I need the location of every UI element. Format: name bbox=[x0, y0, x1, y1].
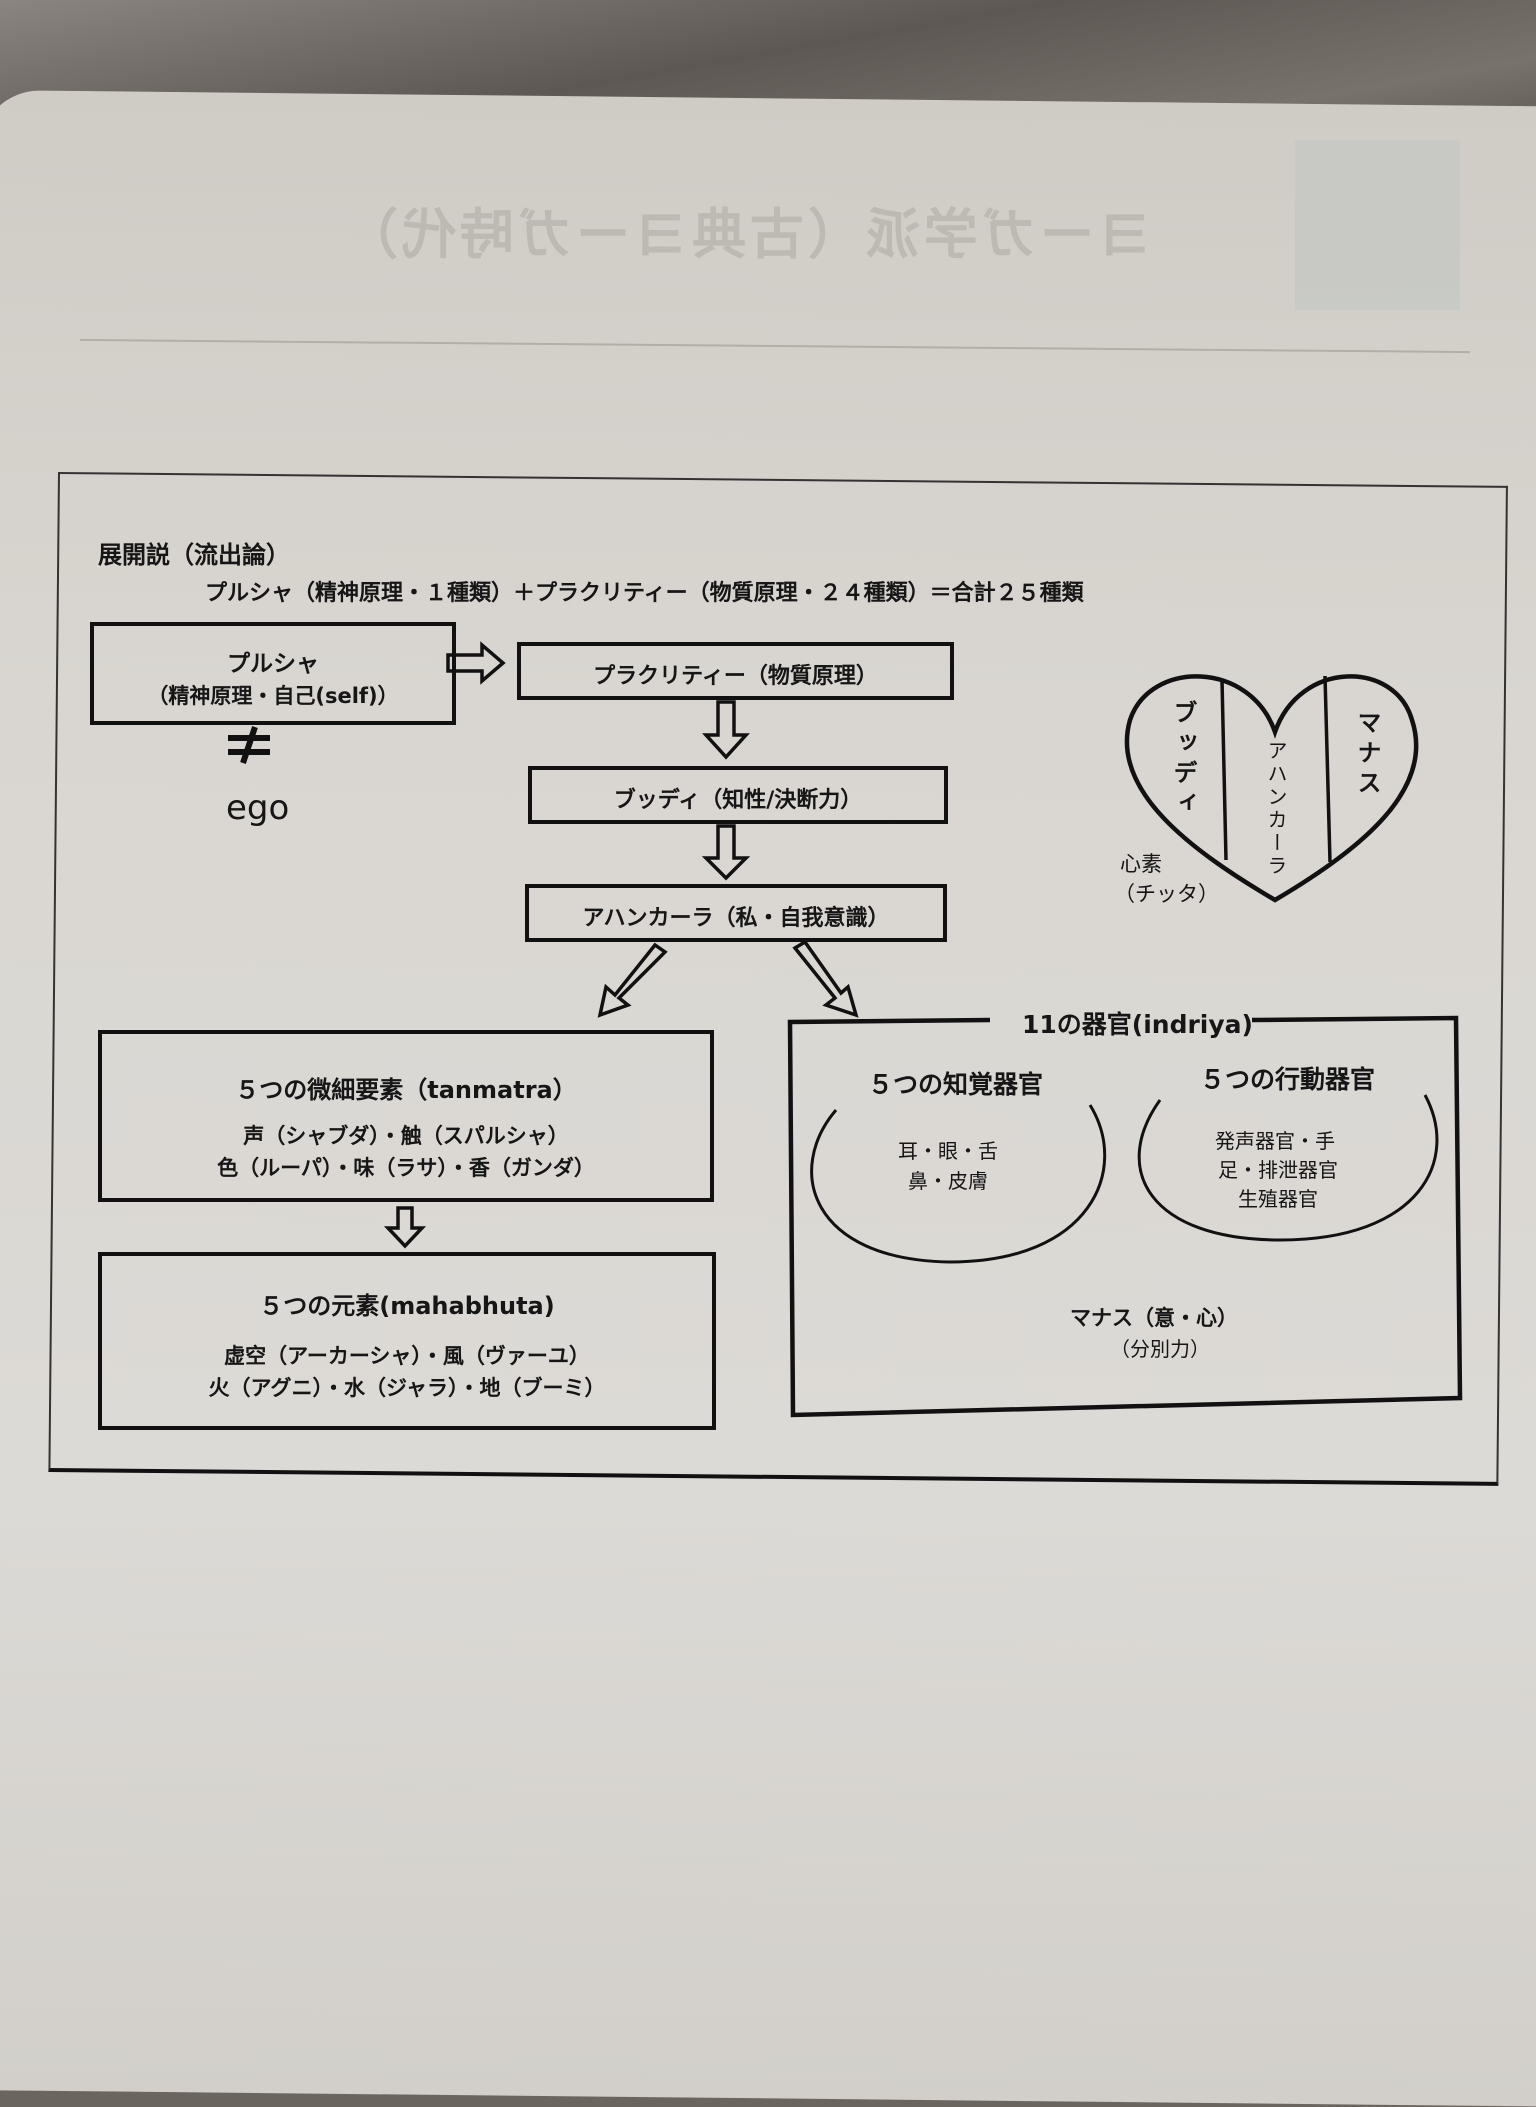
buddhi-box: ブッディ（知性/決断力） bbox=[528, 766, 948, 824]
ego-label: ego bbox=[226, 788, 290, 828]
perception-line2: 鼻・皮膚 bbox=[908, 1169, 988, 1193]
not-equal-label: ≠ bbox=[228, 712, 229, 713]
arrow-down-tanmatra-mahabhuta bbox=[383, 1206, 427, 1249]
mahabhuta-box: ５つの元素(mahabhuta) 虚空（アーカーシャ）・風（ヴァーユ） 火（アグ… bbox=[98, 1252, 716, 1430]
perception-line1: 耳・眼・舌 bbox=[898, 1139, 998, 1163]
purusha-desc: （精神原理・自己(self)） bbox=[147, 684, 399, 708]
mahabhuta-line1: 虚空（アーカーシャ）・風（ヴァーユ） bbox=[224, 1344, 590, 1368]
manas-line1: マナス（意・心） bbox=[1070, 1306, 1238, 1330]
perception-arc bbox=[810, 1104, 1107, 1264]
prakriti-box: プラクリティー（物質原理） bbox=[517, 642, 954, 700]
mahabhuta-line2: 火（アグニ）・水（ジャラ）・地（ブーミ） bbox=[208, 1376, 606, 1400]
chitta-label: 心素 bbox=[1120, 852, 1162, 876]
heart-shape bbox=[1124, 674, 1419, 903]
indriya-title: 11の器官(indriya) bbox=[1022, 1010, 1253, 1039]
heart-divider-left bbox=[1220, 679, 1228, 861]
action-line3: 生殖器官 bbox=[1238, 1187, 1318, 1211]
formula: プルシャ（精神原理・１種類）＋プラクリティー（物質原理・２４種類）＝合計２５種類 bbox=[205, 581, 1084, 606]
arrow-down-prakriti-buddhi bbox=[702, 700, 750, 760]
chitta-reading: （チッタ） bbox=[1114, 882, 1219, 906]
perception-title: ５つの知覚器官 bbox=[868, 1070, 1044, 1099]
purusha-name: プルシャ bbox=[227, 651, 319, 677]
prakriti-label: プラクリティー（物質原理） bbox=[593, 664, 878, 689]
action-line1: 発声器官・手 bbox=[1215, 1129, 1335, 1153]
action-title: ５つの行動器官 bbox=[1200, 1065, 1376, 1094]
arrow-down-buddhi-ahankara bbox=[701, 824, 751, 881]
arrow-diag-to-indriya bbox=[792, 939, 859, 1018]
tanmatra-line2: 色（ルーパ）・味（ラサ）・香（ガンダ） bbox=[217, 1156, 595, 1180]
heart-divider-right bbox=[1323, 675, 1332, 863]
ahankara-label: アハンカーラ（私・自我意識） bbox=[582, 906, 890, 931]
arrow-right-purusha-prakriti bbox=[446, 641, 506, 685]
not-equal-icon bbox=[228, 726, 270, 764]
tanmatra-line1: 声（シャブダ）・触（スパルシャ） bbox=[243, 1124, 569, 1148]
purusha-box: プルシャ （精神原理・自己(self)） bbox=[90, 622, 456, 725]
page-tab-marker bbox=[1295, 140, 1460, 310]
heart-manas-label: マナス bbox=[1353, 710, 1381, 800]
tanmatra-title: ５つの微細要素（tanmatra） bbox=[235, 1076, 577, 1104]
diagram-connectors bbox=[228, 641, 1463, 1418]
action-line2: 足・排泄器官 bbox=[1218, 1158, 1338, 1182]
arrow-diag-to-tanmatra bbox=[597, 942, 668, 1018]
mahabhuta-title: ５つの元素(mahabhuta) bbox=[259, 1292, 555, 1320]
manas-line2: （分別力） bbox=[1110, 1337, 1210, 1361]
heart-buddhi-label: ブッディ bbox=[1169, 700, 1197, 820]
heart-ahankara-label: アハンカーラ bbox=[1264, 740, 1288, 878]
tanmatra-box: ５つの微細要素（tanmatra） 声（シャブダ）・触（スパルシャ） 色（ルーパ… bbox=[98, 1030, 714, 1202]
action-arc bbox=[1137, 1094, 1439, 1242]
indriya-frame bbox=[787, 1015, 1463, 1418]
ahankara-box: アハンカーラ（私・自我意識） bbox=[525, 884, 947, 942]
diagram-title: 展開説（流出論） bbox=[98, 541, 290, 569]
buddhi-label: ブッディ（知性/決断力） bbox=[613, 788, 863, 813]
